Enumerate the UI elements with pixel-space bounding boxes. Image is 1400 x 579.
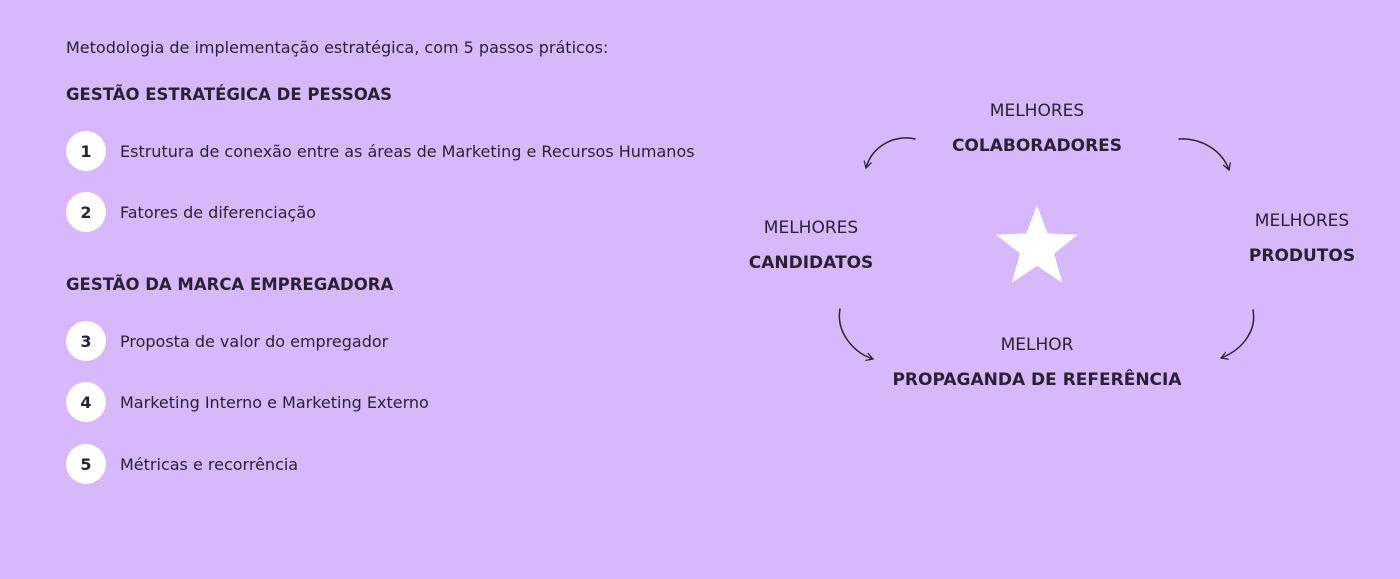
star-icon (996, 205, 1078, 283)
cycle-node-value: COLABORADORES (951, 136, 1123, 156)
cycle-node-label: MELHOR (1000, 335, 1074, 355)
curved-arrow-icon (1220, 309, 1255, 360)
section-title-people: GESTÃO ESTRATÉGICA DE PESSOAS (66, 85, 392, 104)
step-text: Métricas e recorrência (120, 454, 299, 474)
step-number-badge: 1 (66, 131, 106, 171)
step-text: Fatores de diferenciação (120, 202, 316, 222)
step-item: 4 Marketing Interno e Marketing Externo (66, 382, 429, 422)
cycle-node-bottom: MELHOR PROPAGANDA DE REFERÊNCIA (892, 335, 1181, 390)
step-item: 5 Métricas e recorrência (66, 444, 298, 484)
cycle-node-top: MELHORES COLABORADORES (952, 101, 1122, 156)
step-number-badge: 4 (66, 382, 106, 422)
step-number-badge: 2 (66, 192, 106, 232)
step-number-badge: 5 (66, 444, 106, 484)
cycle-node-value: PROPAGANDA DE REFERÊNCIA (892, 370, 1182, 390)
cycle-node-left: MELHORES CANDIDATOS (749, 218, 874, 273)
intro-text: Metodologia de implementação estratégica… (66, 38, 609, 57)
curved-arrow-icon (1178, 138, 1231, 171)
cycle-node-value: PRODUTOS (1248, 246, 1356, 266)
step-number-badge: 3 (66, 321, 106, 361)
step-item: 3 Proposta de valor do empregador (66, 321, 388, 361)
curved-arrow-icon (838, 308, 874, 362)
cycle-node-value: CANDIDATOS (748, 253, 874, 273)
step-item: 1 Estrutura de conexão entre as áreas de… (66, 131, 695, 171)
step-text: Estrutura de conexão entre as áreas de M… (120, 141, 695, 161)
cycle-node-label: MELHORES (1254, 211, 1350, 231)
step-text: Proposta de valor do empregador (120, 331, 389, 351)
step-item: 2 Fatores de diferenciação (66, 192, 316, 232)
curved-arrow-icon (863, 137, 916, 169)
cycle-node-label: MELHORES (763, 218, 859, 238)
section-title-employer-brand: GESTÃO DA MARCA EMPREGADORA (66, 275, 394, 294)
cycle-node-label: MELHORES (989, 101, 1085, 121)
step-text: Marketing Interno e Marketing Externo (120, 392, 429, 412)
cycle-node-right: MELHORES PRODUTOS (1249, 211, 1355, 266)
